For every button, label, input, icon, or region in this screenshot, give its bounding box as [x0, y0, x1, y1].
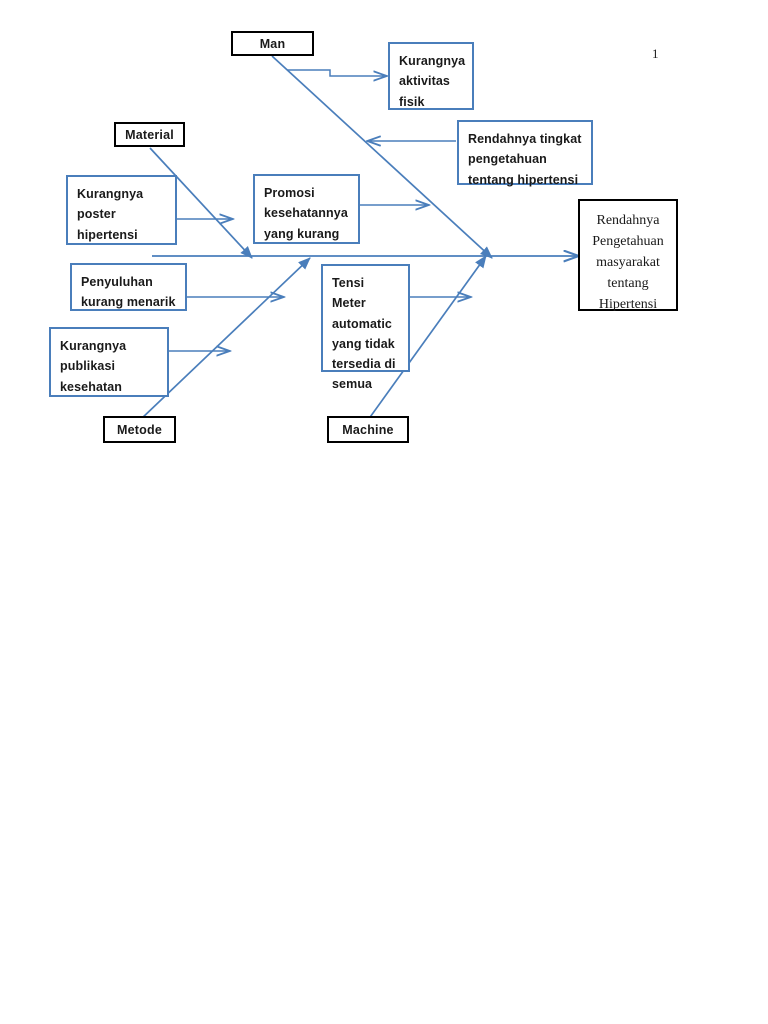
arrow-to-kurangnya-aktivitas-fisik	[287, 69, 386, 76]
cause-box-kurangnya-publikasi-kesehatan[interactable]: Kurangnya publikasi kesehatan	[49, 327, 169, 397]
cause-text-line: hipertensi	[77, 227, 138, 242]
cause-text-line: Promosi	[264, 186, 315, 200]
category-box-metode[interactable]: Metode	[103, 416, 176, 443]
effect-text-line: tentang	[607, 276, 649, 291]
cause-text-line: fisik	[399, 94, 425, 109]
category-label-machine: Machine	[342, 422, 394, 437]
effect-box-rendahnya-pengetahuan-masyarakat[interactable]: Rendahnya Pengetahuan masyarakat tentang…	[578, 199, 678, 312]
cause-text-line: tentang hipertensi	[468, 172, 579, 187]
cause-text-line: poster	[77, 207, 116, 222]
category-box-machine[interactable]: Machine	[327, 416, 409, 443]
cause-text-line: tersedia di	[332, 357, 396, 371]
cause-text-line: yang kurang	[264, 226, 340, 241]
cause-text-line: Kurangnya	[399, 54, 466, 68]
category-box-material[interactable]: Material	[114, 122, 185, 147]
cause-text-line: automatic	[332, 316, 392, 331]
cause-box-promosi-kesehatannya-yang-kurang[interactable]: Promosi kesehatannya yang kurang	[253, 174, 360, 244]
cause-text-line: semua	[332, 377, 373, 392]
cause-text-line: publikasi	[60, 359, 116, 374]
cause-box-kurangnya-poster-hipertensi[interactable]: Kurangnya poster hipertensi	[66, 175, 177, 245]
cause-text-line: kesehatannya	[264, 206, 348, 221]
effect-text-line: masyarakat	[596, 255, 660, 270]
cause-text-line: Tensi Meter	[332, 276, 366, 311]
page-number: 1	[652, 46, 659, 61]
cause-box-tensi-meter-automatic[interactable]: Tensi Meter automatic yang tidak tersedi…	[321, 264, 410, 391]
effect-text-line: Pengetahuan	[592, 234, 664, 249]
cause-text-line: kurang menarik	[81, 295, 176, 310]
category-label-metode: Metode	[117, 422, 162, 437]
cause-text-line: kesehatan	[60, 379, 123, 394]
category-label-man: Man	[259, 36, 286, 51]
cause-box-rendahnya-tingkat-pengetahuan[interactable]: Rendahnya tingkat pengetahuan tentang hi…	[457, 120, 593, 187]
cause-text-line: Kurangnya	[77, 187, 144, 201]
category-label-material: Material	[125, 127, 174, 142]
cause-text-line: Penyuluhan	[81, 275, 153, 289]
cause-text-line: aktivitas	[399, 74, 450, 89]
cause-text-line: pengetahuan	[468, 152, 547, 167]
effect-text-line: Rendahnya	[596, 213, 660, 228]
cause-text-line: Rendahnya tingkat	[468, 132, 582, 146]
category-box-man[interactable]: Man	[231, 31, 314, 56]
cause-text-line: Kurangnya	[60, 339, 127, 353]
effect-text-line: Hipertensi	[598, 297, 658, 312]
cause-box-kurangnya-aktivitas-fisik[interactable]: Kurangnya aktivitas fisik	[388, 42, 474, 110]
cause-box-penyuluhan-kurang-menarik[interactable]: Penyuluhan kurang menarik	[70, 263, 187, 311]
cause-text-line: yang tidak	[332, 336, 395, 351]
